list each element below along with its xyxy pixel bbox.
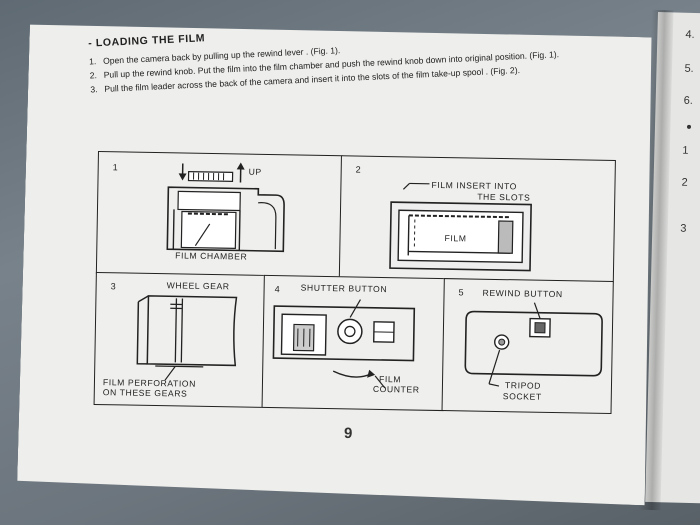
adjacent-list-number: 5. [684, 62, 694, 75]
perforation-caption-line2: ON THESE GEARS [102, 387, 188, 399]
figure-5: 5 REWIND BUTTON TRIPOD SOCKET [441, 278, 614, 415]
film-counter-label: FILM [378, 373, 402, 385]
film-slot-drawing [389, 182, 532, 272]
step-number: 3. [90, 84, 98, 95]
adjacent-list-number: 6. [683, 94, 694, 107]
camera-back-drawing [166, 162, 285, 253]
film-perforation-drawing [136, 295, 238, 381]
camera-top-drawing [272, 299, 416, 389]
figure-2: 2 FILM INSERT INTO THE SLOTS FILM [338, 155, 616, 284]
page-number: 9 [343, 424, 353, 443]
film-counter-label-line2: COUNTER [372, 383, 420, 395]
bullet-dot [686, 124, 692, 129]
tripod-socket-label: TRIPOD [504, 380, 542, 391]
step-number: 1. [88, 56, 97, 67]
adjacent-list-number: 4. [685, 28, 695, 41]
adjacent-list-number: 3 [680, 222, 687, 235]
adjacent-list-number: 1 [682, 144, 689, 157]
tripod-socket-label-line2: SOCKET [502, 391, 542, 402]
film-chamber-label: FILM CHAMBER [175, 250, 248, 262]
up-label: UP [248, 166, 262, 177]
step-number: 2. [89, 70, 98, 81]
figure-1: 1 UP FILM CHAMBER [95, 151, 343, 279]
film-label: FILM [444, 233, 467, 244]
figure-panel: 1 UP FILM CHAMBER 2 FILM INSERT INTO THE… [93, 151, 616, 416]
figure-3: 3 WHEEL GEAR FILM PERFORATION ON THESE G… [93, 271, 266, 408]
camera-bottom-drawing [464, 302, 603, 387]
figure-4: 4 SHUTTER BUTTON FILM COUNTER [261, 274, 446, 412]
adjacent-list-number: 2 [681, 176, 688, 189]
